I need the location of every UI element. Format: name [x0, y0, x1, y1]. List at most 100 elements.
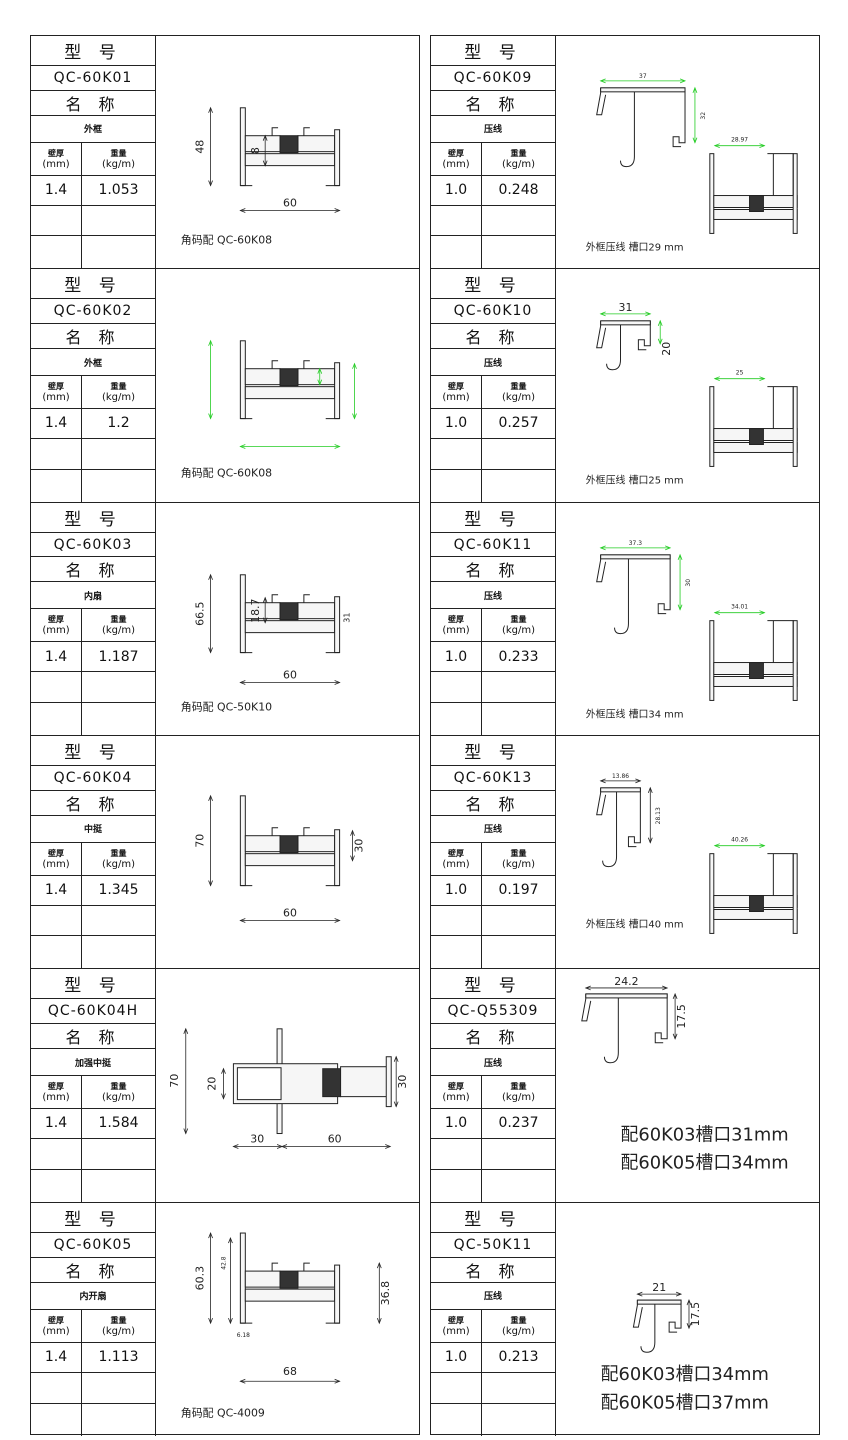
profile-card: 型 号 QC-Q55309 名 称 压线 壁厚(mm) 重量(kg/m) 1.0… — [431, 969, 819, 1203]
name-header: 名 称 — [31, 1258, 155, 1283]
thickness-label: 壁厚 — [48, 1315, 64, 1325]
thickness-value: 1.0 — [431, 408, 482, 438]
model-header: 型 号 — [31, 969, 155, 1000]
dimension-label: 30 — [685, 578, 692, 586]
left-column: 型 号 QC-60K01 名 称 外框 壁厚(mm) 重量(kg/m) 1.4 … — [30, 35, 420, 1436]
weight-unit: (kg/m) — [501, 1091, 536, 1103]
weight-value: 1.187 — [98, 648, 139, 665]
weight-value: 0.213 — [498, 1349, 539, 1366]
empty-row — [31, 1403, 155, 1436]
dimension-label: 28.97 — [731, 137, 748, 144]
profile-name: 压线 — [431, 349, 555, 377]
profile-card: 型 号 QC-60K11 名 称 压线 壁厚(mm) 重量(kg/m) 1.0 … — [431, 502, 819, 736]
dimension-label: 68 — [283, 1365, 297, 1378]
dimension-label: 42.8 — [220, 1256, 227, 1270]
name-header: 名 称 — [431, 1258, 555, 1283]
thickness-unit: (mm) — [42, 1091, 70, 1103]
dimension-label: 70 — [168, 1074, 181, 1088]
bead-caption: 外框压线 槽口29 mm — [586, 240, 684, 253]
glazing-bead-drawing — [581, 993, 668, 1064]
frame-section-drawing — [709, 853, 798, 934]
empty-row — [31, 236, 155, 269]
compatibility-note: 配60K03槽口34mm — [601, 1364, 769, 1385]
frame-profile-drawing — [239, 573, 341, 653]
dimension-label: 32 — [700, 112, 707, 120]
thermal-break-icon — [279, 1270, 299, 1289]
dimension-label: 30 — [396, 1075, 409, 1089]
dimension-label: 36.8 — [379, 1280, 392, 1305]
spec-header: 壁厚(mm) 重量(kg/m) — [31, 1309, 155, 1343]
name-header: 名 称 — [431, 91, 555, 116]
profile-card: 型 号 QC-60K10 名 称 压线 壁厚(mm) 重量(kg/m) 1.0 … — [431, 269, 819, 503]
empty-row — [431, 438, 555, 470]
weight-value: 0.248 — [498, 182, 539, 199]
profile-drawing: 角码配 QC-60K08 — [156, 269, 419, 501]
thickness-value: 1.4 — [31, 408, 82, 438]
right-column: 型 号 QC-60K09 名 称 压线 壁厚(mm) 重量(kg/m) 1.0 … — [430, 35, 820, 1436]
name-header: 名 称 — [31, 791, 155, 816]
glazing-bead-drawing — [596, 554, 671, 634]
empty-row — [31, 703, 155, 735]
frame-profile-drawing — [239, 1232, 341, 1324]
thickness-unit: (mm) — [42, 1325, 70, 1337]
spec-values: 1.0 0.248 — [431, 175, 555, 206]
spec-values: 1.0 0.237 — [431, 1108, 555, 1139]
thickness-label: 壁厚 — [448, 615, 464, 625]
corner-connector-caption: 角码配 QC-60K08 — [181, 233, 272, 246]
profile-info: 型 号 QC-60K05 名 称 内开扇 壁厚(mm) 重量(kg/m) 1.4… — [31, 1202, 156, 1436]
profile-name: 压线 — [431, 116, 555, 143]
thermal-break-icon — [749, 195, 764, 212]
corner-connector-caption: 角码配 QC-50K10 — [181, 700, 272, 713]
name-header: 名 称 — [31, 1024, 155, 1050]
empty-row — [431, 236, 555, 269]
thickness-value: 1.0 — [431, 175, 482, 205]
thickness-unit: (mm) — [42, 858, 70, 870]
spec-header: 壁厚(mm) 重量(kg/m) — [31, 142, 155, 176]
thickness-label: 壁厚 — [48, 615, 64, 625]
dimension-label: 18.7 — [249, 598, 262, 622]
profile-info: 型 号 QC-60K09 名 称 压线 壁厚(mm) 重量(kg/m) 1.0 … — [431, 36, 556, 269]
dimension-label: 17.5 — [675, 1004, 688, 1028]
model-header: 型 号 — [31, 503, 155, 533]
thickness-label: 壁厚 — [448, 382, 464, 391]
dimension-label: 48 — [194, 140, 207, 154]
frame-section-drawing — [709, 153, 798, 234]
bead-caption: 外框压线 槽口25 mm — [586, 474, 684, 487]
dimension-label: 20 — [206, 1077, 219, 1091]
empty-row — [31, 205, 155, 237]
frame-profile-drawing — [239, 107, 341, 187]
empty-row — [431, 703, 555, 735]
spec-header: 壁厚(mm) 重量(kg/m) — [431, 1309, 555, 1343]
spec-header: 壁厚(mm) 重量(kg/m) — [31, 376, 155, 409]
model-number: QC-60K04 — [31, 766, 155, 791]
empty-row — [31, 469, 155, 502]
dimension-label: 30 — [250, 1133, 264, 1146]
weight-label: 重量 — [110, 1081, 127, 1091]
weight-value: 1.584 — [98, 1115, 139, 1132]
thickness-unit: (mm) — [42, 625, 70, 637]
dimension-label: 37.3 — [629, 540, 642, 547]
model-header: 型 号 — [431, 736, 555, 766]
weight-unit: (kg/m) — [101, 392, 136, 403]
profile-card: 型 号 QC-60K09 名 称 压线 壁厚(mm) 重量(kg/m) 1.0 … — [431, 36, 819, 270]
thickness-unit: (mm) — [442, 858, 470, 870]
thermal-break-icon — [749, 428, 764, 446]
model-number: QC-60K13 — [431, 766, 555, 791]
dimension-label: 70 — [194, 834, 207, 848]
thickness-label: 壁厚 — [448, 1315, 464, 1325]
thickness-value: 1.4 — [31, 175, 82, 205]
name-header: 名 称 — [31, 557, 155, 583]
glazing-bead-drawing — [596, 320, 651, 371]
thickness-unit: (mm) — [442, 392, 470, 403]
compatibility-note: 配60K05槽口34mm — [621, 1153, 789, 1174]
empty-row — [31, 438, 155, 470]
empty-row — [431, 1169, 555, 1202]
model-number: QC-60K05 — [31, 1233, 155, 1258]
thickness-value: 1.0 — [431, 1342, 482, 1372]
weight-unit: (kg/m) — [101, 1091, 136, 1103]
